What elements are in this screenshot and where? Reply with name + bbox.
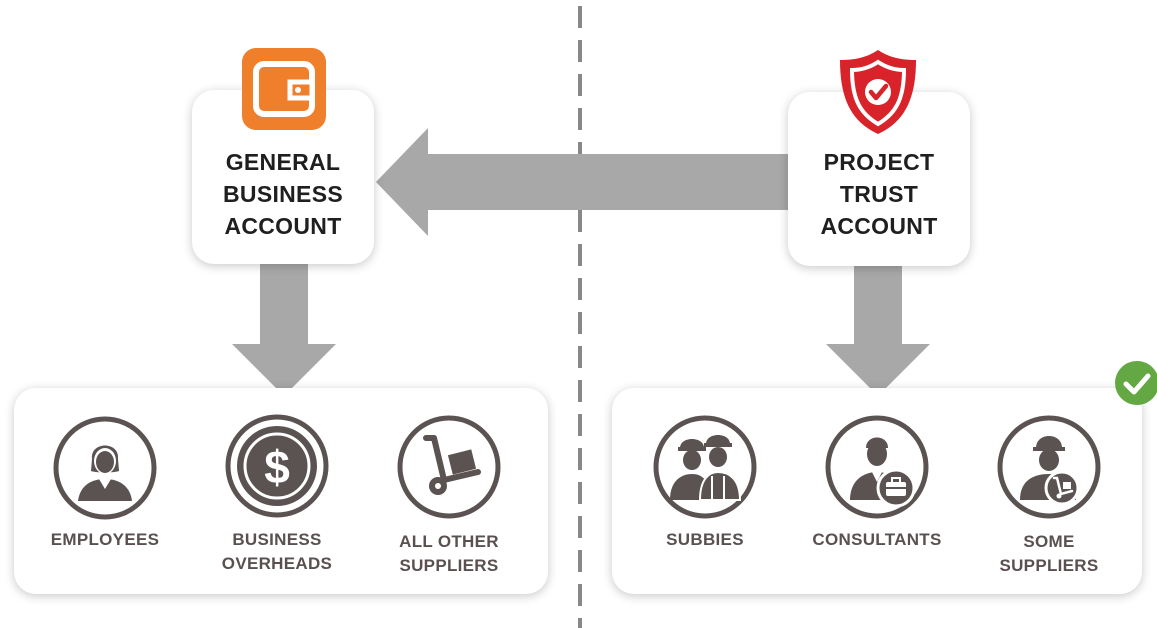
divider-dashed-line	[578, 6, 582, 628]
subbies-label: SUBBIES	[630, 528, 780, 552]
some-suppliers-label-line-1: SOME	[1023, 532, 1075, 551]
project-account-title: PROJECT TRUST ACCOUNT	[788, 146, 970, 242]
employees-label-line-1: EMPLOYEES	[50, 530, 160, 549]
project-title-line-2: TRUST	[839, 181, 919, 207]
employees-label: EMPLOYEES	[30, 528, 180, 552]
dollar-coin-icon: $	[224, 413, 330, 519]
employee-icon	[52, 415, 158, 521]
svg-text:$: $	[264, 441, 290, 493]
business-overheads-label-line-2: OVERHEADS	[221, 554, 333, 573]
hand-truck-icon	[396, 414, 502, 520]
subbies-label-line-1: SUBBIES	[666, 530, 744, 549]
transfer-arrow	[376, 128, 792, 236]
general-title-line-2: BUSINESS	[223, 181, 343, 207]
general-title-line-1: GENERAL	[225, 149, 341, 175]
general-account-title: GENERAL BUSINESS ACCOUNT	[192, 146, 374, 242]
down-arrow-right	[826, 264, 930, 396]
general-title-line-3: ACCOUNT	[224, 213, 342, 239]
workers-icon	[652, 414, 758, 520]
wallet-icon	[242, 48, 326, 130]
shield-check-icon	[840, 50, 916, 134]
consultant-icon	[824, 414, 930, 520]
all-other-suppliers-label-line-2: SUPPLIERS	[399, 556, 499, 575]
down-arrow-left	[232, 264, 336, 396]
all-other-suppliers-label-line-1: ALL OTHER	[399, 532, 499, 551]
supplier-worker-icon	[996, 414, 1102, 520]
business-overheads-label-line-1: BUSINESS	[232, 530, 322, 549]
all-other-suppliers-label: ALL OTHER SUPPLIERS	[374, 530, 524, 578]
consultants-label: CONSULTANTS	[802, 528, 952, 552]
project-trust-account-card: PROJECT TRUST ACCOUNT	[788, 92, 970, 266]
some-suppliers-label-line-2: SUPPLIERS	[999, 556, 1099, 575]
project-title-line-3: ACCOUNT	[820, 213, 938, 239]
some-suppliers-label: SOME SUPPLIERS	[974, 530, 1124, 578]
project-title-line-1: PROJECT	[823, 149, 935, 175]
business-overheads-label: BUSINESS OVERHEADS	[202, 528, 352, 576]
consultants-label-line-1: CONSULTANTS	[812, 530, 942, 549]
check-badge-icon	[1115, 361, 1157, 405]
